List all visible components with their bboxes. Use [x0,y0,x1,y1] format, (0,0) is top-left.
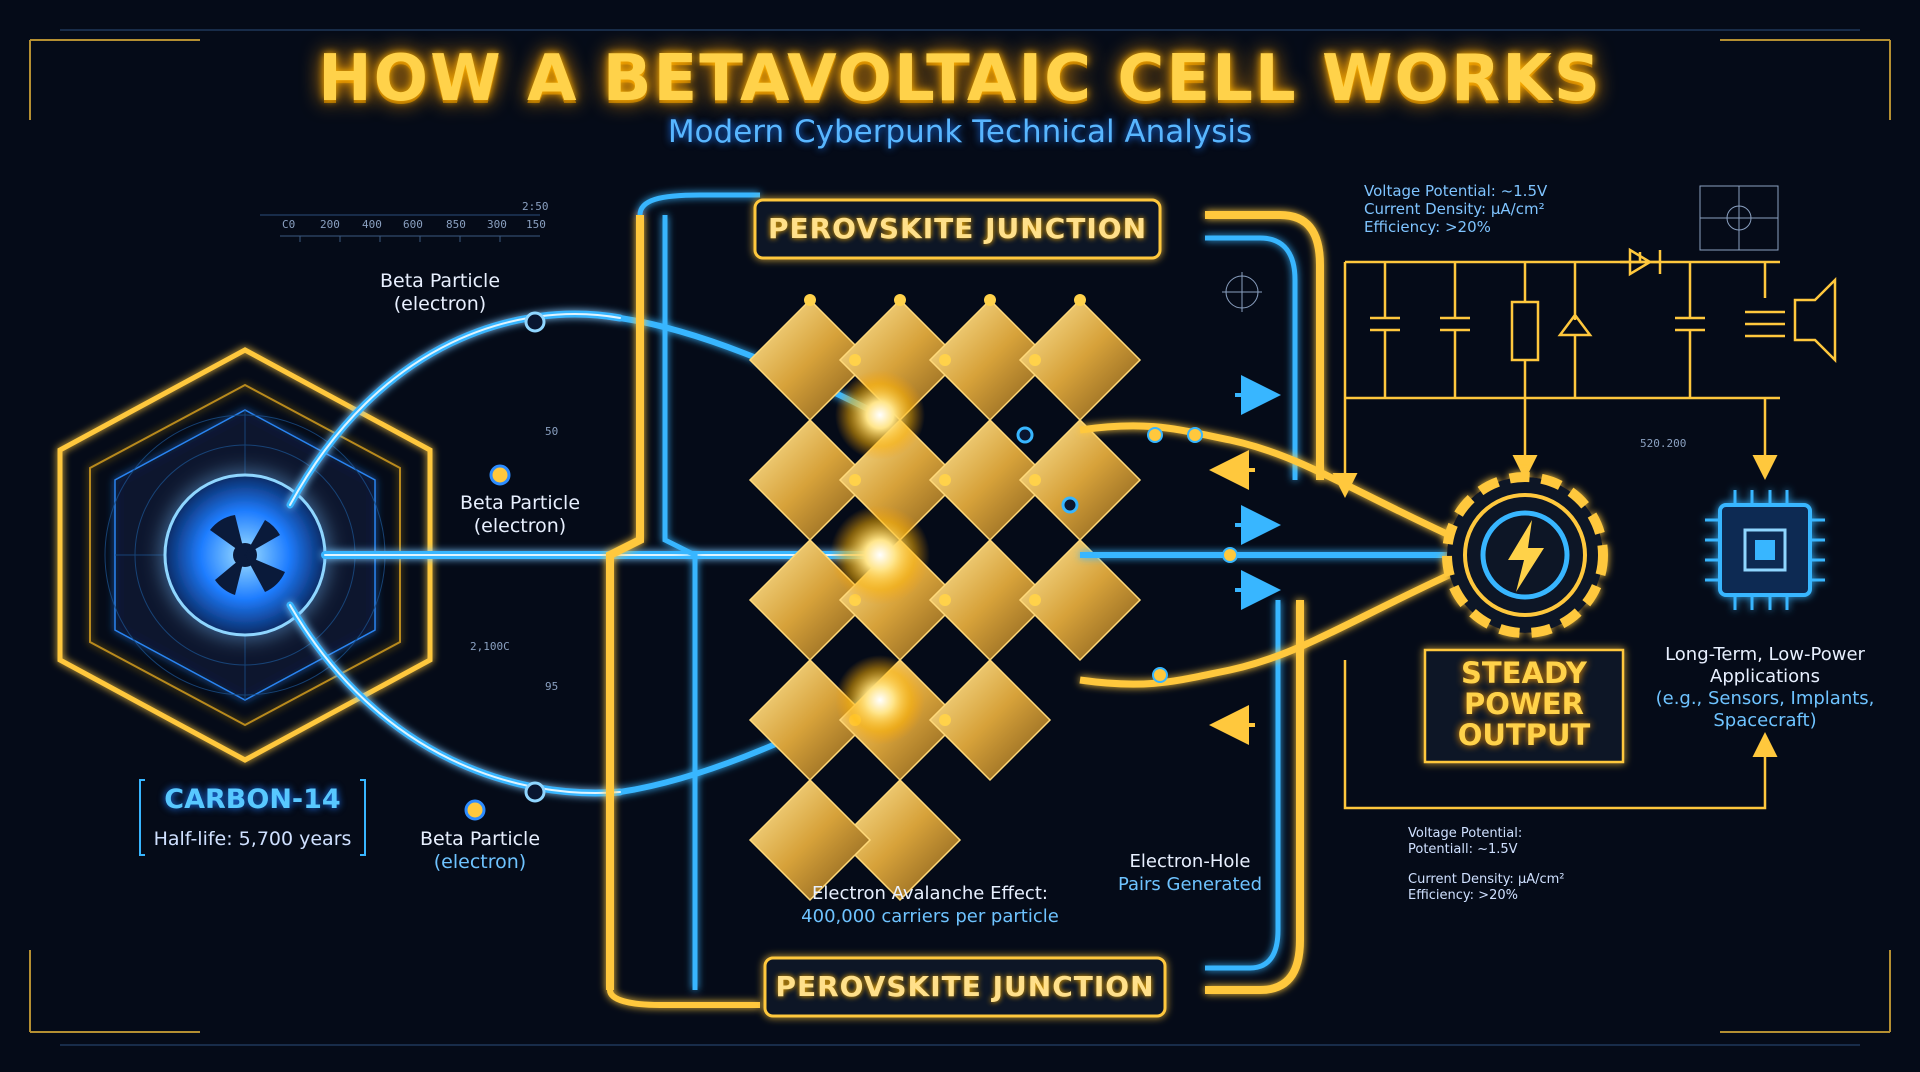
specs-top-current: Current Density: μA/cm² [1364,200,1547,218]
steady-line-2: POWER [1425,689,1623,720]
specs-top-efficiency: Efficiency: >20% [1364,218,1547,236]
lightning-gear-icon [1447,477,1603,633]
source-name: CARBON-14 [140,784,365,815]
pairs-caption-line2: Pairs Generated [1110,873,1270,896]
applications-line-2: Applications [1650,666,1880,688]
scale-tick-0: C0 [282,218,295,231]
pairs-caption: Electron-Hole Pairs Generated [1110,850,1270,896]
impact-bursts [830,370,930,745]
left-conduit [610,195,760,1005]
avalanche-caption: Electron Avalanche Effect: 400,000 carri… [800,882,1060,928]
beta-particle-label-middle-line1: Beta Particle [440,492,600,515]
avalanche-caption-line1: Electron Avalanche Effect: [800,882,1060,905]
misc-tick-2: 50 [545,425,558,438]
pairs-caption-line1: Electron-Hole [1110,850,1270,873]
specs-bottom-efficiency: Efficiency: >20% [1408,888,1565,904]
microchip-icon [1705,490,1825,610]
avalanche-caption-line2: 400,000 carriers per particle [800,905,1060,928]
beta-particle-label-top: Beta Particle (electron) [360,270,520,316]
specs-bottom-voltage-2: Potentiall: ~1.5V [1408,842,1565,858]
specs-top: Voltage Potential: ~1.5V Current Density… [1364,182,1547,236]
steady-power-output: STEADY POWER OUTPUT [1425,658,1623,751]
scale-tick-6: 150 [526,218,546,231]
beta-particle-label-top-line1: Beta Particle [360,270,520,293]
steady-line-3: OUTPUT [1425,720,1623,751]
beta-particle-label-middle: Beta Particle (electron) [440,492,600,538]
steady-line-1: STEADY [1425,658,1623,689]
scale-tick-3: 600 [403,218,423,231]
left-scale [280,236,540,242]
scale-tick-2: 400 [362,218,382,231]
applications-caption: Long-Term, Low-Power Applications (e.g.,… [1650,644,1880,732]
page-title: HOW A BETAVOLTAIC CELL WORKS [0,42,1920,116]
junction-bottom-label: PEROVSKITE JUNCTION [765,961,1165,1013]
beta-particle-label-middle-line2: (electron) [440,515,600,538]
specs-bottom-voltage-1: Voltage Potential: [1408,826,1565,842]
scale-tick-1: 200 [320,218,340,231]
scale-tick-5: 300 [487,218,507,231]
applications-line-1: Long-Term, Low-Power [1650,644,1880,666]
specs-bottom: Voltage Potential: Potentiall: ~1.5V Cur… [1408,826,1565,904]
carrier-flows [1080,426,1460,684]
beta-particle-label-bottom-line2: (electron) [400,851,560,874]
page-subtitle: Modern Cyberpunk Technical Analysis [0,114,1920,150]
misc-tick-3: 2,100C [470,640,510,653]
source-half-life: Half-life: 5,700 years [140,828,365,851]
misc-tick-1: 2:50 [522,200,549,213]
misc-tick-5: 520.200 [1640,437,1686,450]
misc-tick-4: 95 [545,680,558,693]
specs-top-voltage: Voltage Potential: ~1.5V [1364,182,1547,200]
scale-tick-4: 850 [446,218,466,231]
beta-particle-label-top-line2: (electron) [360,293,520,316]
applications-line-3: (e.g., Sensors, Implants, [1650,688,1880,710]
junction-top-label: PEROVSKITE JUNCTION [755,203,1160,255]
beta-particle-label-bottom-line1: Beta Particle [400,828,560,851]
specs-bottom-current: Current Density: μA/cm² [1408,872,1565,888]
applications-line-4: Spacecraft) [1650,710,1880,732]
beam-nodes [466,313,544,819]
beta-particle-label-bottom: Beta Particle (electron) [400,828,560,874]
